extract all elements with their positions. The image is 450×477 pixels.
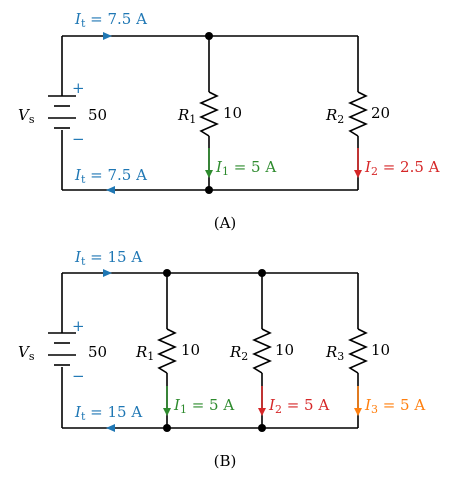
circuit-b-r1-label: R1 [135, 343, 154, 363]
circuit-b-top-current-arrow [103, 269, 112, 277]
circuit-a-battery [48, 95, 76, 129]
circuit-a-caption: (A) [214, 214, 237, 232]
circuit-b-i3-label: I3 = 5 A [364, 396, 425, 416]
circuit-a-r2-resistor [348, 91, 368, 137]
circuit-a-r1-label: R1 [177, 106, 196, 126]
circuit-a-i2-arrow-head [354, 170, 362, 178]
circuit-a-bottom-current-label: It = 7.5 A [74, 166, 147, 186]
circuit-b-junction-bottom-2 [258, 424, 266, 432]
circuit-a-source-label: Vs [18, 106, 35, 126]
circuit-b-source-label: Vs [18, 343, 35, 363]
circuit-a-r2-value: 20 [371, 104, 390, 122]
circuit-b-i2-arrow-head [258, 408, 266, 416]
circuit-a: + − Vs 50 R1 10 I1 = 5 A R2 20 I2 = 2.5 … [18, 10, 440, 232]
circuit-b-battery [48, 332, 76, 366]
circuit-b-junction-top-2 [258, 269, 266, 277]
circuit-b-r3-value: 10 [371, 341, 390, 359]
circuit-b-r3-label: R3 [325, 343, 344, 363]
circuit-b-plus-sign: + [72, 317, 85, 335]
circuit-b-i1-label: I1 = 5 A [173, 396, 234, 416]
circuit-a-source-value: 50 [88, 106, 107, 124]
circuit-b-r1-value: 10 [181, 341, 200, 359]
circuit-b: + − Vs 50 R1 10 I1 = 5 A R2 10 I2 = 5 A … [18, 248, 425, 470]
circuit-b-junction-top-1 [163, 269, 171, 277]
circuit-b-r3-resistor [348, 328, 368, 374]
circuit-a-i1-label: I1 = 5 A [215, 158, 276, 178]
circuit-a-plus-sign: + [72, 79, 85, 97]
circuit-b-source-value: 50 [88, 343, 107, 361]
circuit-b-r2-label: R2 [229, 343, 248, 363]
circuit-b-r2-resistor [252, 328, 272, 374]
circuit-b-bottom-current-label: It = 15 A [74, 403, 142, 423]
circuit-a-bottom-current-arrow [106, 186, 115, 194]
circuit-a-top-current-arrow [103, 32, 112, 40]
circuit-a-r1-value: 10 [223, 104, 242, 122]
circuit-b-minus-sign: − [72, 367, 85, 385]
circuit-b-top-current-label: It = 15 A [74, 248, 142, 268]
circuit-a-r2-label: R2 [325, 106, 344, 126]
circuit-a-junction-bottom [205, 186, 213, 194]
circuit-b-r1-resistor [157, 328, 177, 374]
circuit-b-bottom-current-arrow [106, 424, 115, 432]
circuit-a-junction-top [205, 32, 213, 40]
circuit-a-minus-sign: − [72, 130, 85, 148]
circuit-b-i1-arrow-head [163, 408, 171, 416]
circuit-b-junction-bottom-1 [163, 424, 171, 432]
circuit-a-i1-arrow-head [205, 170, 213, 178]
circuit-b-i3-arrow-head [354, 408, 362, 416]
circuit-a-i2-label: I2 = 2.5 A [364, 158, 440, 178]
circuit-b-caption: (B) [214, 452, 237, 470]
circuit-b-i2-label: I2 = 5 A [268, 396, 329, 416]
circuit-a-r1-resistor [199, 91, 219, 137]
circuit-b-r2-value: 10 [275, 341, 294, 359]
circuit-a-top-current-label: It = 7.5 A [74, 10, 147, 30]
